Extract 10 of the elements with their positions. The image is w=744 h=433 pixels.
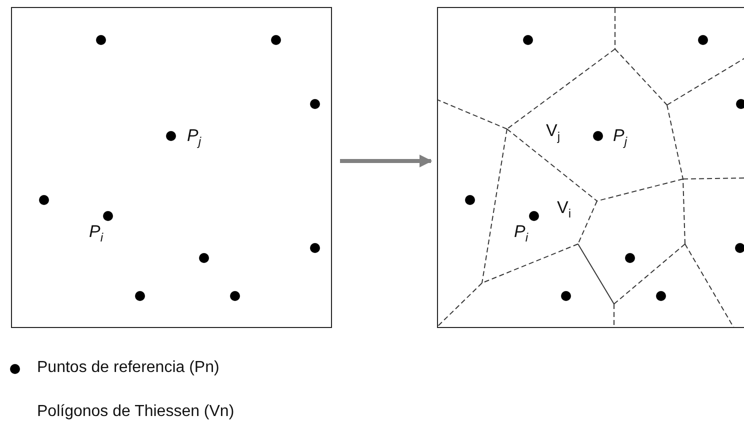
legend-text: Puntos de referencia (Pn) xyxy=(37,360,220,376)
polygon-label: V$_{i}$ xyxy=(557,199,572,220)
diagram-panel xyxy=(11,7,332,328)
arrow xyxy=(340,154,432,168)
point-label: P$_{j}$ xyxy=(613,127,628,148)
point-label: P$_{i}$ xyxy=(89,223,104,244)
point-label: P$_{i}$ xyxy=(514,223,528,244)
point-label: P$_{j}$ xyxy=(187,127,202,148)
legend-text: Polígonos de Thiessen (Vn) xyxy=(37,404,234,420)
polygon-label: V$_{j}$ xyxy=(546,122,560,142)
